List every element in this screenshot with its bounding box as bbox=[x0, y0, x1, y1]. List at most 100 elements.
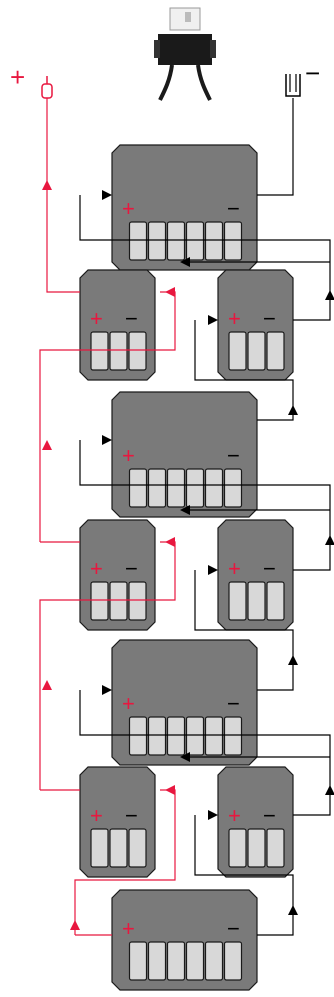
cell bbox=[204, 468, 224, 508]
wire-group bbox=[39, 98, 334, 936]
large-module-4: +− bbox=[111, 889, 258, 991]
top-plus-label: + bbox=[10, 62, 25, 92]
module-minus-label: − bbox=[227, 691, 240, 716]
negative-wire-7 bbox=[194, 570, 294, 691]
negative-arrow bbox=[208, 315, 218, 325]
cell bbox=[223, 221, 243, 261]
negative-wire-8 bbox=[79, 690, 331, 816]
positive-arrow bbox=[42, 440, 52, 450]
cell bbox=[223, 468, 243, 508]
cell bbox=[90, 581, 109, 621]
junction-box-icon bbox=[154, 7, 216, 101]
cell bbox=[204, 221, 224, 261]
positive-arrow bbox=[165, 287, 175, 297]
cell bbox=[223, 941, 243, 981]
module-minus-label: − bbox=[125, 556, 138, 581]
negative-arrow bbox=[325, 290, 334, 300]
cell bbox=[166, 468, 186, 508]
cell bbox=[228, 331, 247, 371]
module-minus-label: − bbox=[125, 306, 138, 331]
cell bbox=[90, 331, 109, 371]
cell bbox=[228, 581, 247, 621]
module-plus-label: + bbox=[90, 803, 103, 828]
cell bbox=[166, 941, 186, 981]
negative-arrow bbox=[288, 905, 298, 915]
cell bbox=[247, 581, 266, 621]
negative-arrow bbox=[325, 785, 334, 795]
cell bbox=[185, 221, 205, 261]
cell bbox=[128, 716, 148, 756]
large-module-2: +− bbox=[111, 391, 258, 518]
module-minus-label: − bbox=[263, 306, 276, 331]
negative-arrow bbox=[180, 505, 190, 515]
module-minus-label: − bbox=[263, 803, 276, 828]
small-module-left-2: +− bbox=[79, 519, 156, 631]
module-plus-label: + bbox=[122, 691, 135, 716]
cell bbox=[247, 331, 266, 371]
cell bbox=[128, 221, 148, 261]
module-plus-label: + bbox=[90, 306, 103, 331]
cell bbox=[128, 828, 147, 868]
negative-arrow bbox=[208, 565, 218, 575]
negative-arrow bbox=[288, 655, 298, 665]
negative-arrow bbox=[102, 435, 112, 445]
cell bbox=[247, 828, 266, 868]
cell bbox=[109, 828, 128, 868]
cell bbox=[185, 941, 205, 981]
cell bbox=[228, 828, 247, 868]
module-plus-label: + bbox=[90, 556, 103, 581]
cell bbox=[147, 221, 167, 261]
positive-arrow bbox=[165, 785, 175, 795]
small-module-right-1: +− bbox=[217, 269, 294, 381]
negative-wire-top bbox=[257, 98, 294, 196]
cell bbox=[128, 581, 147, 621]
small-module-right-3: +− bbox=[217, 766, 294, 878]
cell bbox=[147, 716, 167, 756]
module-plus-label: + bbox=[228, 556, 241, 581]
module-plus-label: + bbox=[122, 916, 135, 941]
cell bbox=[166, 716, 186, 756]
negative-arrow bbox=[102, 685, 112, 695]
cell bbox=[128, 468, 148, 508]
top-minus-label: − bbox=[305, 58, 320, 88]
negative-wire-10 bbox=[194, 815, 294, 936]
negative-arrow bbox=[208, 810, 218, 820]
large-module-1: +− bbox=[111, 144, 258, 271]
cell bbox=[185, 468, 205, 508]
module-minus-label: − bbox=[227, 196, 240, 221]
module-plus-label: + bbox=[228, 803, 241, 828]
cell bbox=[147, 468, 167, 508]
cell bbox=[223, 716, 243, 756]
cell bbox=[128, 331, 147, 371]
positive-arrow bbox=[42, 180, 52, 190]
positive-arrow bbox=[42, 680, 52, 690]
cell bbox=[109, 331, 128, 371]
negative-arrow bbox=[180, 257, 190, 267]
module-plus-label: + bbox=[122, 196, 135, 221]
negative-wire-2 bbox=[79, 195, 331, 321]
cell bbox=[166, 221, 186, 261]
negative-arrow bbox=[325, 535, 334, 545]
cell bbox=[266, 331, 285, 371]
positive-arrow bbox=[70, 920, 80, 930]
module-minus-label: − bbox=[227, 443, 240, 468]
positive-arrow bbox=[165, 537, 175, 547]
module-plus-label: + bbox=[228, 306, 241, 331]
cell bbox=[109, 581, 128, 621]
cell bbox=[90, 828, 109, 868]
negative-wire-4 bbox=[194, 320, 294, 421]
large-module-3: +− bbox=[111, 639, 258, 766]
negative-wire-5 bbox=[79, 440, 331, 571]
negative-arrow bbox=[288, 405, 298, 415]
module-minus-label: − bbox=[227, 916, 240, 941]
cell bbox=[128, 941, 148, 981]
negative-connector-icon bbox=[285, 74, 301, 97]
cell bbox=[266, 828, 285, 868]
negative-arrow bbox=[102, 190, 112, 200]
positive-wire-top bbox=[46, 98, 80, 293]
positive-connector-icon bbox=[41, 76, 53, 99]
small-module-right-2: +− bbox=[217, 519, 294, 631]
cell bbox=[266, 581, 285, 621]
small-module-left-3: +− bbox=[79, 766, 156, 878]
